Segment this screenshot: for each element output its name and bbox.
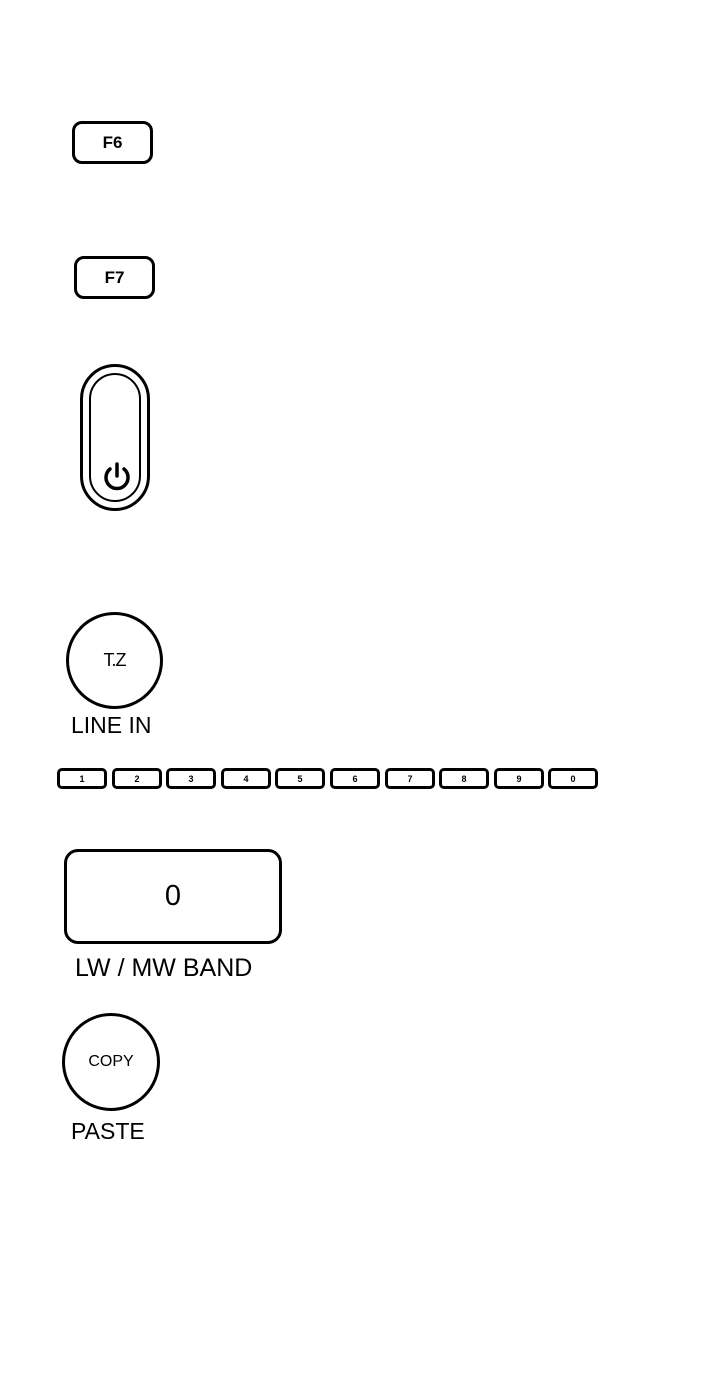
band-caption: LW / MW BAND xyxy=(75,956,252,981)
f6-key[interactable]: F6 xyxy=(72,121,153,164)
number-key-label: 5 xyxy=(297,774,302,784)
f7-key-label: F7 xyxy=(105,268,125,288)
number-key-label: 2 xyxy=(134,774,139,784)
number-key-label: 3 xyxy=(188,774,193,784)
number-key[interactable]: 1 xyxy=(57,768,107,789)
number-key[interactable]: 7 xyxy=(385,768,435,789)
tz-button[interactable]: T.Z xyxy=(66,612,163,709)
copy-button-label: COPY xyxy=(88,1053,133,1071)
number-key-label: 0 xyxy=(570,774,575,784)
number-key[interactable]: 9 xyxy=(494,768,544,789)
f6-key-label: F6 xyxy=(103,133,123,153)
copy-button[interactable]: COPY xyxy=(62,1013,160,1111)
number-key-label: 6 xyxy=(352,774,357,784)
number-key[interactable]: 3 xyxy=(166,768,216,789)
number-key-label: 1 xyxy=(79,774,84,784)
number-key[interactable]: 2 xyxy=(112,768,162,789)
f7-key[interactable]: F7 xyxy=(74,256,155,299)
power-icon xyxy=(99,459,135,495)
band-button-value: 0 xyxy=(165,880,181,913)
paste-caption: PASTE xyxy=(71,1120,145,1143)
number-key-label: 8 xyxy=(461,774,466,784)
number-key-label: 7 xyxy=(407,774,412,784)
number-key-label: 4 xyxy=(243,774,248,784)
number-key[interactable]: 0 xyxy=(548,768,598,789)
number-key[interactable]: 4 xyxy=(221,768,271,789)
number-key-label: 9 xyxy=(516,774,521,784)
number-key[interactable]: 5 xyxy=(275,768,325,789)
number-key[interactable]: 8 xyxy=(439,768,489,789)
power-button[interactable] xyxy=(80,364,150,511)
number-key[interactable]: 6 xyxy=(330,768,380,789)
line-in-caption: LINE IN xyxy=(71,714,152,737)
band-button[interactable]: 0 xyxy=(64,849,282,944)
power-button-inner xyxy=(89,373,141,502)
tz-button-label: T.Z xyxy=(104,650,126,671)
